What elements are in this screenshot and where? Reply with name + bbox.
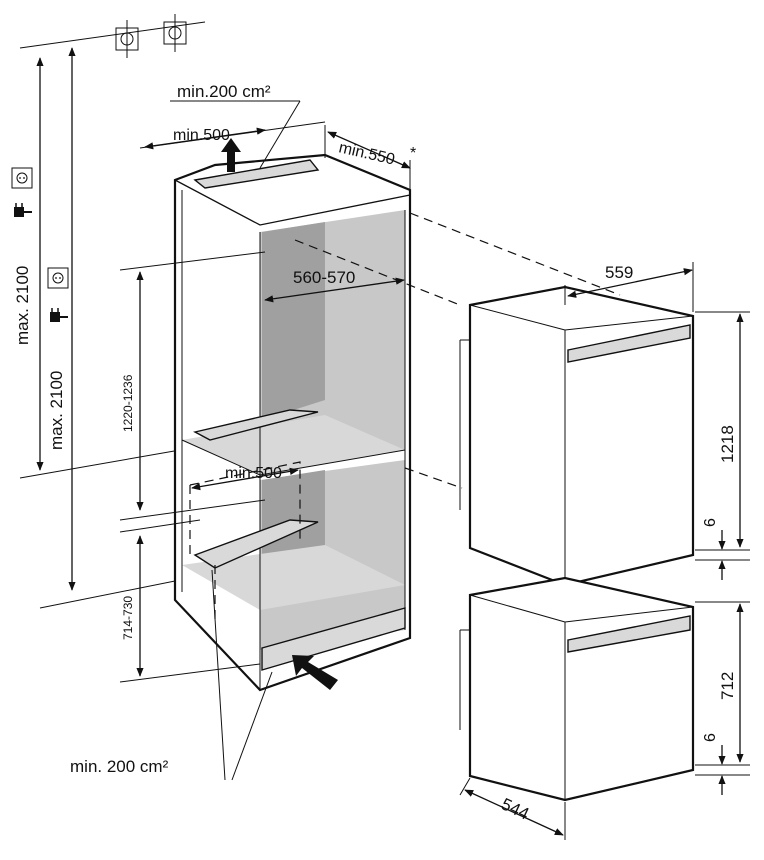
niche-bottom-floor: [182, 545, 405, 610]
niche-width-label: 560-570: [293, 268, 355, 287]
upper-appliance: [459, 285, 695, 587]
shelf-depth-line: [191, 467, 299, 491]
upper-unit-height-label: 1218: [718, 425, 737, 463]
socket-height-dimensions: [19, 47, 181, 609]
shelf-depth-label: min.500: [225, 465, 282, 482]
upper-niche-height-label: 1220-1236: [121, 374, 135, 432]
lower-unit-height-label: 712: [718, 672, 737, 700]
unit-depth-label: 544: [498, 794, 532, 823]
arrow-in-icon: [292, 655, 338, 690]
top-vent-depth-label: min.500: [173, 127, 230, 144]
niche-shelf-floor: [182, 415, 405, 475]
unit-width-line: [567, 268, 693, 298]
socket-icon: [47, 267, 69, 289]
upper-gap-label: 6: [702, 518, 719, 527]
plug-icon: [14, 203, 32, 217]
anchor-screw-icon: [19, 14, 206, 58]
unit-depth-line: [464, 789, 564, 836]
niche-width-line: [264, 277, 405, 303]
socket-icon: [11, 167, 33, 189]
socket-height-label-2: max. 2100: [47, 371, 66, 450]
niche-depth-line: [327, 131, 411, 169]
top-vent-area-label: min.200 cm²: [177, 82, 271, 101]
niche-cabinet: [173, 153, 412, 692]
lower-appliance: [459, 576, 695, 802]
niche-side-upper: [262, 222, 325, 420]
lower-niche-height-label: 714-730: [121, 596, 135, 640]
unit-width-label: 559: [605, 263, 633, 282]
socket-height-label-1: max. 2100: [13, 266, 32, 345]
plug-icon: [50, 308, 68, 322]
niche-depth-note: *: [410, 145, 416, 162]
bottom-vent-area-label: min. 200 cm²: [70, 757, 169, 776]
lower-gap-label: 6: [702, 733, 719, 742]
